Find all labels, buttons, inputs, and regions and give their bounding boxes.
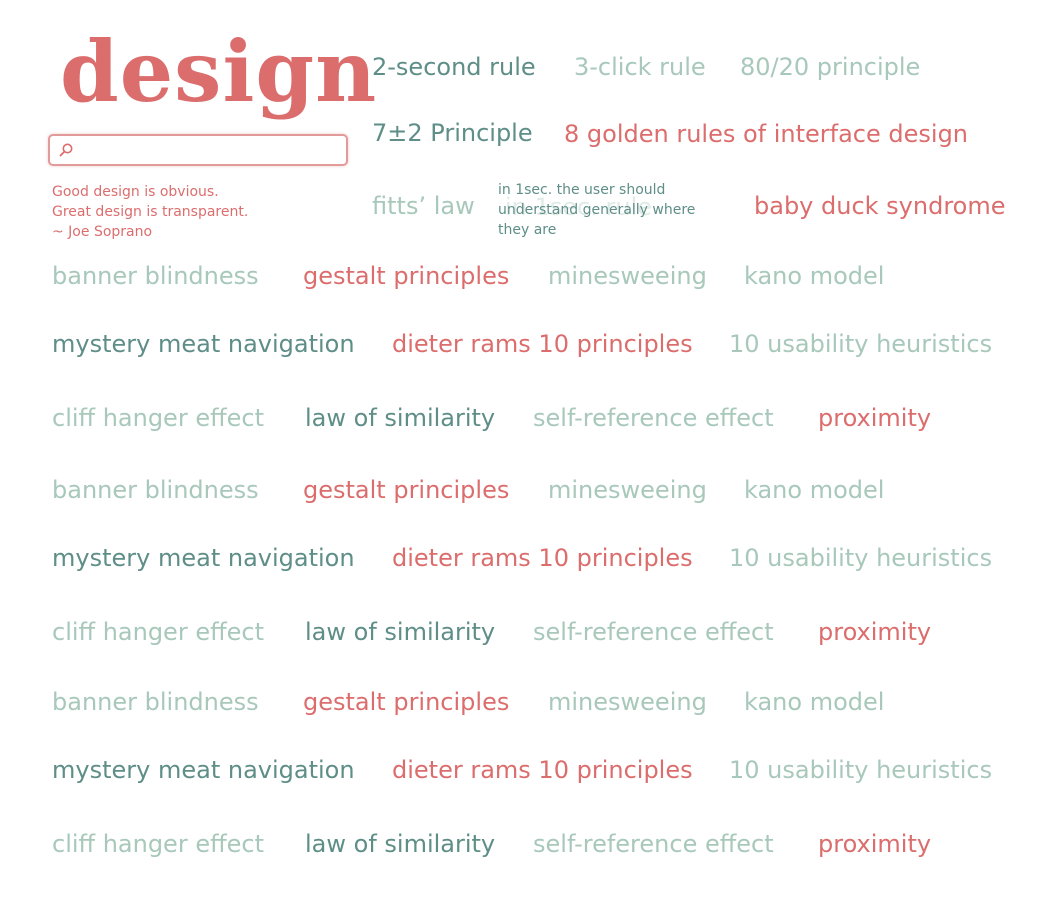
term-dieter-rams-10-principles[interactable]: dieter rams 10 principles xyxy=(392,544,693,572)
term-gestalt-principles[interactable]: gestalt principles xyxy=(303,262,510,290)
term-10-usability-heuristics[interactable]: 10 usability heuristics xyxy=(729,756,993,784)
term-kano-model[interactable]: kano model xyxy=(744,262,885,290)
search-icon xyxy=(59,143,73,157)
term-kano-model[interactable]: kano model xyxy=(744,688,885,716)
quote-line-1: Good design is obvious. xyxy=(52,184,219,200)
quote-author: ~ Joe Soprano xyxy=(52,224,153,240)
search-box[interactable] xyxy=(48,134,348,166)
term-cliff-hanger-effect[interactable]: cliff hanger effect xyxy=(52,404,264,432)
term-cliff-hanger-effect[interactable]: cliff hanger effect xyxy=(52,618,264,646)
term-10-usability-heuristics[interactable]: 10 usability heuristics xyxy=(729,544,993,572)
term-self-reference-effect[interactable]: self-reference effect xyxy=(533,830,774,858)
search-input[interactable] xyxy=(78,138,342,164)
term-law-of-similarity[interactable]: law of similarity xyxy=(305,830,496,858)
term-mystery-meat-navigation[interactable]: mystery meat navigation xyxy=(52,756,355,784)
term-banner-blindness[interactable]: banner blindness xyxy=(52,476,259,504)
hovered-term-label: in 1sec. rule xyxy=(505,193,653,221)
term-law-of-similarity[interactable]: law of similarity xyxy=(305,618,496,646)
term-80-20-principle[interactable]: 80/20 principle xyxy=(740,53,921,81)
term-gestalt-principles[interactable]: gestalt principles xyxy=(303,688,510,716)
term-baby-duck-syndrome[interactable]: baby duck syndrome xyxy=(754,192,1006,220)
quote-line-2: Great design is transparent. xyxy=(52,204,249,220)
term-proximity[interactable]: proximity xyxy=(818,618,932,646)
term-mystery-meat-navigation[interactable]: mystery meat navigation xyxy=(52,330,355,358)
term-dieter-rams-10-principles[interactable]: dieter rams 10 principles xyxy=(392,330,693,358)
term-dieter-rams-10-principles[interactable]: dieter rams 10 principles xyxy=(392,756,693,784)
term-banner-blindness[interactable]: banner blindness xyxy=(52,262,259,290)
term-10-usability-heuristics[interactable]: 10 usability heuristics xyxy=(729,330,993,358)
term-fitts-law[interactable]: fitts’ law xyxy=(372,192,475,220)
site-logo[interactable]: design xyxy=(60,22,378,121)
term-cliff-hanger-effect[interactable]: cliff hanger effect xyxy=(52,830,264,858)
term-self-reference-effect[interactable]: self-reference effect xyxy=(533,618,774,646)
term-proximity[interactable]: proximity xyxy=(818,404,932,432)
term-3-click-rule[interactable]: 3-click rule xyxy=(574,53,706,81)
term-2-second-rule[interactable]: 2-second rule xyxy=(372,53,536,81)
term-law-of-similarity[interactable]: law of similarity xyxy=(305,404,496,432)
term-mystery-meat-navigation[interactable]: mystery meat navigation xyxy=(52,544,355,572)
term-banner-blindness[interactable]: banner blindness xyxy=(52,688,259,716)
term-kano-model[interactable]: kano model xyxy=(744,476,885,504)
term-8-golden-rules[interactable]: 8 golden rules of interface design xyxy=(564,120,969,148)
term-proximity[interactable]: proximity xyxy=(818,830,932,858)
design-quote: Good design is obvious. Great design is … xyxy=(52,182,248,242)
term-minesweeing[interactable]: minesweeing xyxy=(548,476,707,504)
term-tooltip: in 1sec. the user should understand gene… xyxy=(498,182,696,238)
term-minesweeing[interactable]: minesweeing xyxy=(548,262,707,290)
term-self-reference-effect[interactable]: self-reference effect xyxy=(533,404,774,432)
term-gestalt-principles[interactable]: gestalt principles xyxy=(303,476,510,504)
term-minesweeing[interactable]: minesweeing xyxy=(548,688,707,716)
term-7-plus-minus-2-principle[interactable]: 7±2 Principle xyxy=(372,119,533,147)
